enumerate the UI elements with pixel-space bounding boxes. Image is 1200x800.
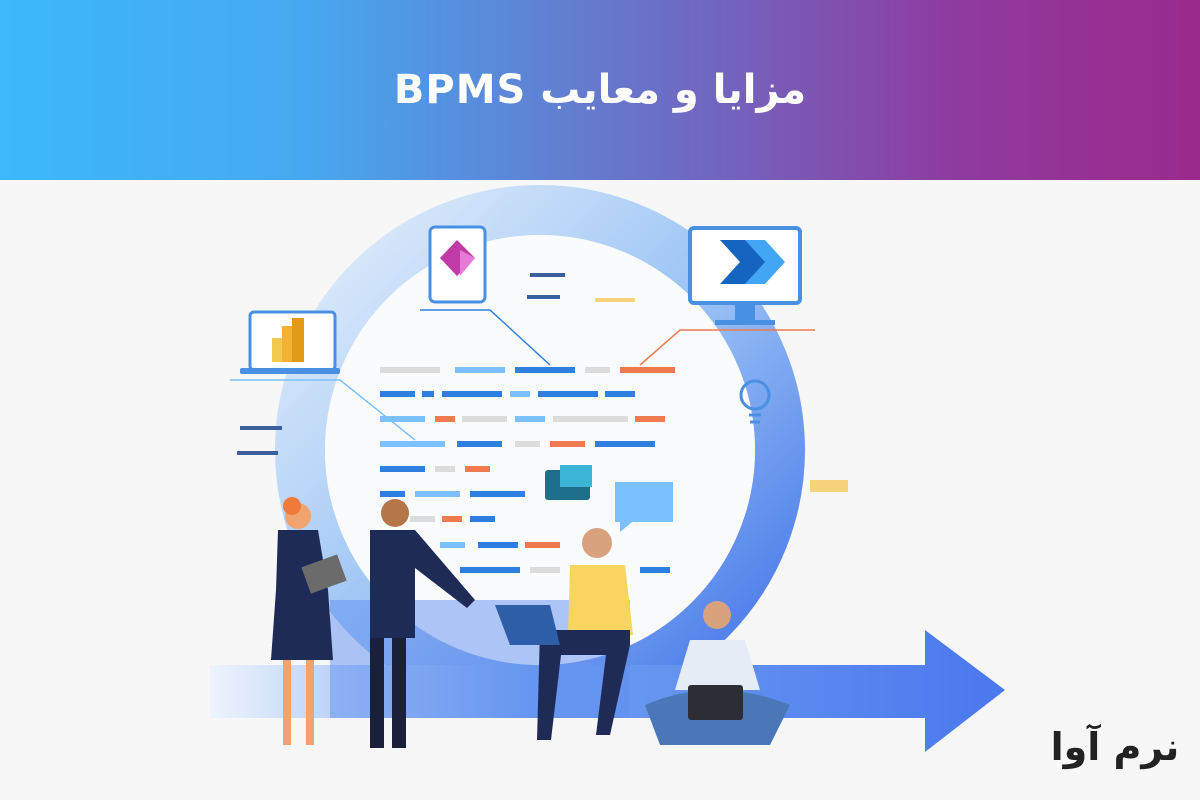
header-banner: مزایا و معایب BPMS (0, 0, 1200, 180)
person-man-laptop (495, 528, 633, 740)
decor-yellow (595, 298, 848, 492)
bpms-illustration (210, 185, 1005, 752)
person-man-sitting (645, 601, 790, 745)
lightbulb-icon (739, 379, 771, 424)
logo-text: نرم آوا (1050, 725, 1180, 769)
swap-arrows-icon (237, 273, 565, 455)
tablet-powerapps-icon (428, 225, 487, 304)
narm-ava-logo: نرم آوا (1040, 712, 1190, 782)
laptop-powerbi-icon (240, 310, 340, 374)
process-lines (380, 367, 675, 573)
chat-bubbles-icon (545, 465, 673, 532)
person-man-pointing (370, 499, 475, 748)
page-title: مزایا و معایب BPMS (393, 67, 807, 113)
monitor-power-automate-icon (688, 226, 802, 325)
person-woman-tablet (271, 497, 347, 745)
